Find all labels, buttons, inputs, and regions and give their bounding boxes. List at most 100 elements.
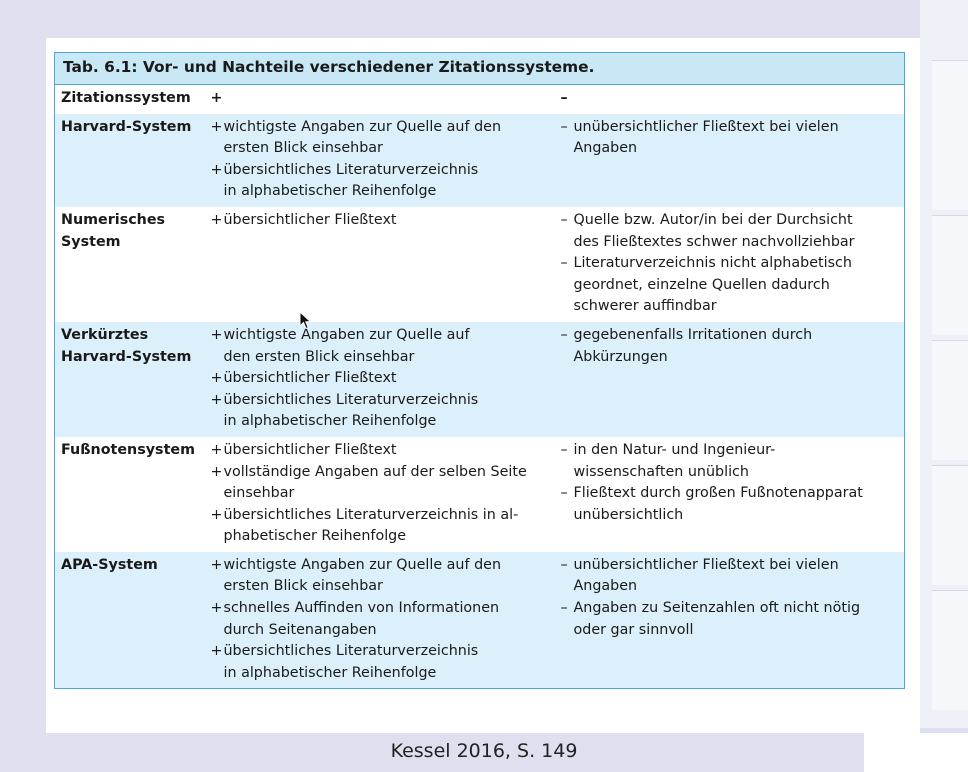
pro-text: schnelles Auffinden von Informationen (223, 600, 500, 617)
table-row: Fußnotensystem+übersichtlicher Fließtext… (54, 436, 905, 552)
plus-marker (211, 347, 224, 369)
con-text: in den Natur- und Ingenieur- (573, 441, 776, 458)
plus-marker (211, 526, 224, 548)
plus-marker: + (210, 370, 223, 387)
system-name-cell: Fußnotensystem (54, 436, 205, 552)
system-name-line: APA-System (61, 556, 158, 573)
pro-text: durch Seitenangaben (223, 621, 377, 638)
minus-marker (561, 275, 574, 297)
con-line: schwerer auffindbar (561, 296, 899, 318)
system-name-line: Fußnotensystem (61, 441, 195, 458)
minus-marker (561, 505, 574, 527)
pro-line: +übersichtlicher Fließtext (211, 440, 549, 462)
con-line: Abkürzungen (561, 347, 899, 369)
plus-marker (211, 663, 224, 685)
plus-marker (211, 411, 224, 433)
right-panel-segment (932, 590, 968, 710)
plus-marker: + (210, 556, 223, 573)
system-name-cell: APA-System (54, 551, 205, 689)
table-header-row: Zitationssystem + – (54, 84, 905, 114)
plus-marker: + (210, 161, 223, 178)
header-system: Zitationssystem (54, 84, 205, 114)
pro-text: in alphabetischer Reihenfolge (223, 413, 437, 430)
right-panel-segment (932, 215, 968, 335)
pro-text: einsehbar (223, 485, 295, 502)
con-text: oder gar sinnvoll (573, 621, 694, 638)
plus-marker (211, 620, 224, 642)
minus-marker: – (560, 211, 568, 228)
con-text: Angaben zu Seitenzahlen oft nicht nötig (573, 600, 861, 617)
right-panel-segment (932, 340, 968, 460)
minus-marker: – (560, 118, 568, 135)
system-name-line: System (61, 233, 121, 250)
mouse-pointer-icon (299, 311, 312, 330)
pro-line: in alphabetischer Reihenfolge (211, 411, 549, 433)
con-text: Literaturverzeichnis nicht alphabetisch (573, 255, 852, 272)
pro-line: +übersichtliches Literaturverzeichnis in… (211, 505, 549, 527)
con-line: –gegebenenfalls Irritationen durch (561, 325, 899, 347)
pro-text: den ersten Blick einsehbar (223, 348, 415, 365)
table-caption: Tab. 6.1: Vor- und Nachteile verschieden… (54, 52, 905, 84)
right-panel-segment (932, 465, 968, 585)
pro-text: wichtigste Angaben zur Quelle auf (223, 326, 470, 343)
con-text: Angaben (573, 140, 638, 157)
con-text: Fließtext durch großen Fußnotenapparat (573, 485, 863, 502)
con-text: wissenschaften unüblich (573, 463, 749, 480)
minus-marker: – (560, 600, 568, 617)
pro-line: den ersten Blick einsehbar (211, 347, 549, 369)
pro-line: einsehbar (211, 483, 549, 505)
pro-cell: +übersichtlicher Fließtext (204, 206, 555, 322)
con-line: –Literaturverzeichnis nicht alphabetisch (561, 253, 899, 275)
system-name-line: Harvard-System (61, 348, 192, 365)
con-line: Angaben (561, 138, 899, 160)
minus-marker: – (560, 326, 568, 343)
plus-marker: + (210, 506, 223, 523)
plus-marker: + (210, 441, 223, 458)
pro-line: in alphabetischer Reihenfolge (211, 663, 549, 685)
plus-marker (211, 483, 224, 505)
pro-text: vollständige Angaben auf der selben Seit… (223, 463, 527, 480)
con-text: geordnet, einzelne Quellen dadurch (573, 276, 830, 293)
con-line: –unübersichtlicher Fließtext bei vielen (561, 117, 899, 139)
con-line: –in den Natur- und Ingenieur- (561, 440, 899, 462)
pro-line: +übersichtlicher Fließtext (211, 210, 549, 232)
header-con: – (554, 84, 905, 114)
pro-cell: +übersichtlicher Fließtext+vollständige … (204, 436, 555, 552)
pro-cell: + wichtigste Angaben zur Quelle auf den er… (204, 321, 555, 437)
pro-text: wichtigste Angaben zur Quelle auf den (223, 118, 502, 135)
slide-page: Tab. 6.1: Vor- und Nachteile verschieden… (46, 38, 920, 733)
con-text: unübersichtlicher Fließtext bei vielen (573, 556, 839, 573)
pro-text: phabetischer Reihenfolge (223, 528, 407, 545)
system-name-line: Harvard-System (61, 118, 192, 135)
con-text: unübersichtlich (573, 506, 684, 523)
plus-marker (211, 576, 224, 598)
con-line: –Angaben zu Seitenzahlen oft nicht nötig (561, 598, 899, 620)
pro-line: +vollständige Angaben auf der selben Sei… (211, 462, 549, 484)
pro-text: übersichtlicher Fließtext (223, 211, 397, 228)
system-name-line: Numerisches (61, 211, 166, 228)
con-line: des Fließtextes schwer nachvollziehbar (561, 232, 899, 254)
minus-marker (561, 232, 574, 254)
con-line: –Fließtext durch großen Fußnotenapparat (561, 483, 899, 505)
con-text: gegebenenfalls Irritationen durch (573, 326, 813, 343)
pro-line: +übersichtliches Literaturverzeichnis (211, 160, 549, 182)
right-panel-segment (932, 60, 968, 210)
con-cell: –in den Natur- und Ingenieur-wissenschaf… (554, 436, 905, 552)
con-text: Quelle bzw. Autor/in bei der Durchsicht (573, 211, 853, 228)
minus-marker: – (560, 255, 568, 272)
pro-text: wichtigste Angaben zur Quelle auf den (223, 556, 502, 573)
minus-marker (561, 296, 574, 318)
pro-line: phabetischer Reihenfolge (211, 526, 549, 548)
con-line: –unübersichtlicher Fließtext bei vielen (561, 555, 899, 577)
pro-text: übersichtlicher Fließtext (223, 370, 397, 387)
con-line: –Quelle bzw. Autor/in bei der Durchsicht (561, 210, 899, 232)
pro-text: übersichtlicher Fließtext (223, 441, 397, 458)
right-panel-edge (920, 0, 968, 728)
con-text: Abkürzungen (573, 348, 668, 365)
